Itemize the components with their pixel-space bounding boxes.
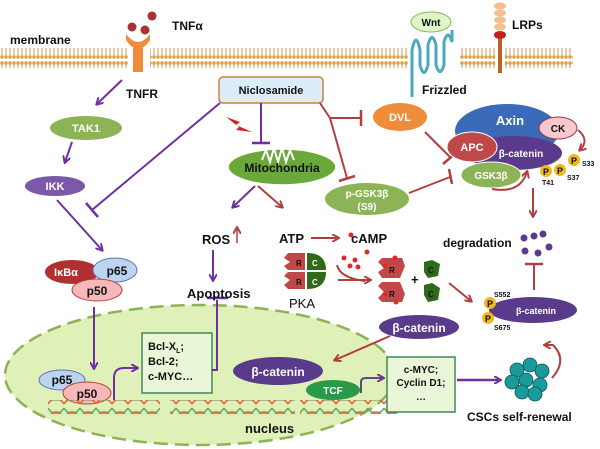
tcf-node [306,380,360,400]
t41-label: T41 [542,180,554,187]
p50-label: p50 [87,284,108,298]
plus-sign: + [411,272,419,287]
svg-text:C: C [428,290,434,299]
p-beta-catenin-node [489,297,577,323]
mitochondria-label: Mitochondria [244,161,320,175]
ikk-label: IKK [46,181,65,193]
wnt-target-cmyc: c-MYC; [404,365,438,376]
gsk3b-node [460,161,522,189]
ikba-node [45,260,99,284]
nfkb-targets-box [141,332,213,394]
pgsk3b-node [325,183,409,215]
phospho-site-icon: P P P [540,154,580,177]
svg-text:R: R [389,290,395,299]
s675-label: S675 [494,325,510,332]
wnt-target-more: … [416,392,426,403]
ck-node [538,116,578,140]
pka-catalytic-icon: C C [424,260,440,302]
tcf-label: TCF [323,386,342,397]
s33-label: S33 [582,161,595,168]
svg-text:C: C [312,259,318,268]
membrane-label: membrane [10,33,71,47]
s37-label: S37 [567,175,580,182]
axin-label: Axin [496,113,524,128]
nfkb-target-bclxl: Bcl-XL; [148,341,184,355]
tnfr-label: TNFR [126,87,158,101]
nuclear-p65-label: p65 [52,373,73,387]
lrps-label: LRPs [512,18,543,32]
svg-text:R: R [296,259,302,268]
niclosamide-box [218,76,324,104]
svg-text:R: R [389,266,395,275]
svg-text:P: P [571,156,577,166]
ikba-label: IκBα [54,267,78,279]
frizzled-receptor-icon [410,30,454,97]
csc-label: CSCs self-renewal [467,410,572,424]
phospho-site-icon [482,312,494,324]
pgsk3b-label-line1: p-GSK3β [346,189,389,200]
s552-label: S552 [494,292,510,299]
svg-text:P: P [485,314,491,324]
dna-strand [300,400,400,414]
wnt-targets-box [386,356,456,413]
pgsk3b-label-line2: (S9) [358,202,377,213]
membrane [0,48,573,68]
dvl-node [373,103,427,131]
nfkb-target-cmyc: c-MYC… [148,371,193,383]
nuclear-beta-catenin-label: β-catenin [251,365,304,379]
dna-strand [170,400,295,414]
apc-node [446,131,498,163]
svg-text:C: C [428,266,434,275]
pka-label: PKA [289,296,315,311]
pka-regulatory-icon: R R [378,255,405,305]
dvl-label: DVL [389,112,411,124]
niclosamide-label: Niclosamide [239,85,304,97]
nucleus-label: nucleus [245,421,294,436]
degraded-fragments-icon [520,230,553,257]
svg-text:P: P [557,166,563,176]
ros-label: ROS [202,232,231,247]
svg-text:C: C [312,278,318,287]
tak1-node [50,116,122,140]
pka-holoenzyme-icon: R R C C [284,253,326,289]
cancer-stem-cells-icon [504,357,550,402]
ikk-node [25,176,85,196]
lrp-receptor-icon [494,2,506,73]
nuclear-beta-catenin-node [233,357,323,385]
tnfa-ligand-icon [127,11,157,35]
p-beta-catenin-label: β-catenin [516,306,556,316]
apoptosis-label: Apoptosis [187,286,251,301]
degradation-label: degradation [443,236,512,250]
cytoplasmic-beta-catenin-node [379,315,459,339]
lightning-icon [226,117,252,132]
svg-text:P: P [487,299,493,309]
wnt-node [410,11,452,33]
camp-label: cAMP [351,231,387,246]
beta-catenin-complex-label: β-catenin [499,149,543,160]
tnfr-receptor-icon [126,34,150,72]
p50-node [71,278,123,302]
phospho-site-icon [484,297,496,309]
wnt-label: Wnt [422,18,442,29]
wnt-target-cyclind1: Cyclin D1; [397,378,446,389]
p65-label: p65 [107,264,128,278]
frizzled-label: Frizzled [422,83,467,97]
svg-text:P: P [543,167,549,177]
gsk3b-label: GSK3β [474,171,507,182]
apc-label: APC [460,142,483,154]
camp-molecules-icon [341,232,370,270]
tak1-label: TAK1 [72,123,100,135]
atp-label: ATP [279,231,304,246]
nfkb-target-bcl2: Bcl-2; [148,356,179,368]
ck-label: CK [551,124,566,135]
svg-text:R: R [296,278,302,287]
nuclear-p50-label: p50 [77,387,98,401]
cytoplasmic-beta-catenin-label: β-catenin [392,321,445,335]
dna-strand [48,400,160,414]
tnfa-label: TNFα [172,19,203,33]
